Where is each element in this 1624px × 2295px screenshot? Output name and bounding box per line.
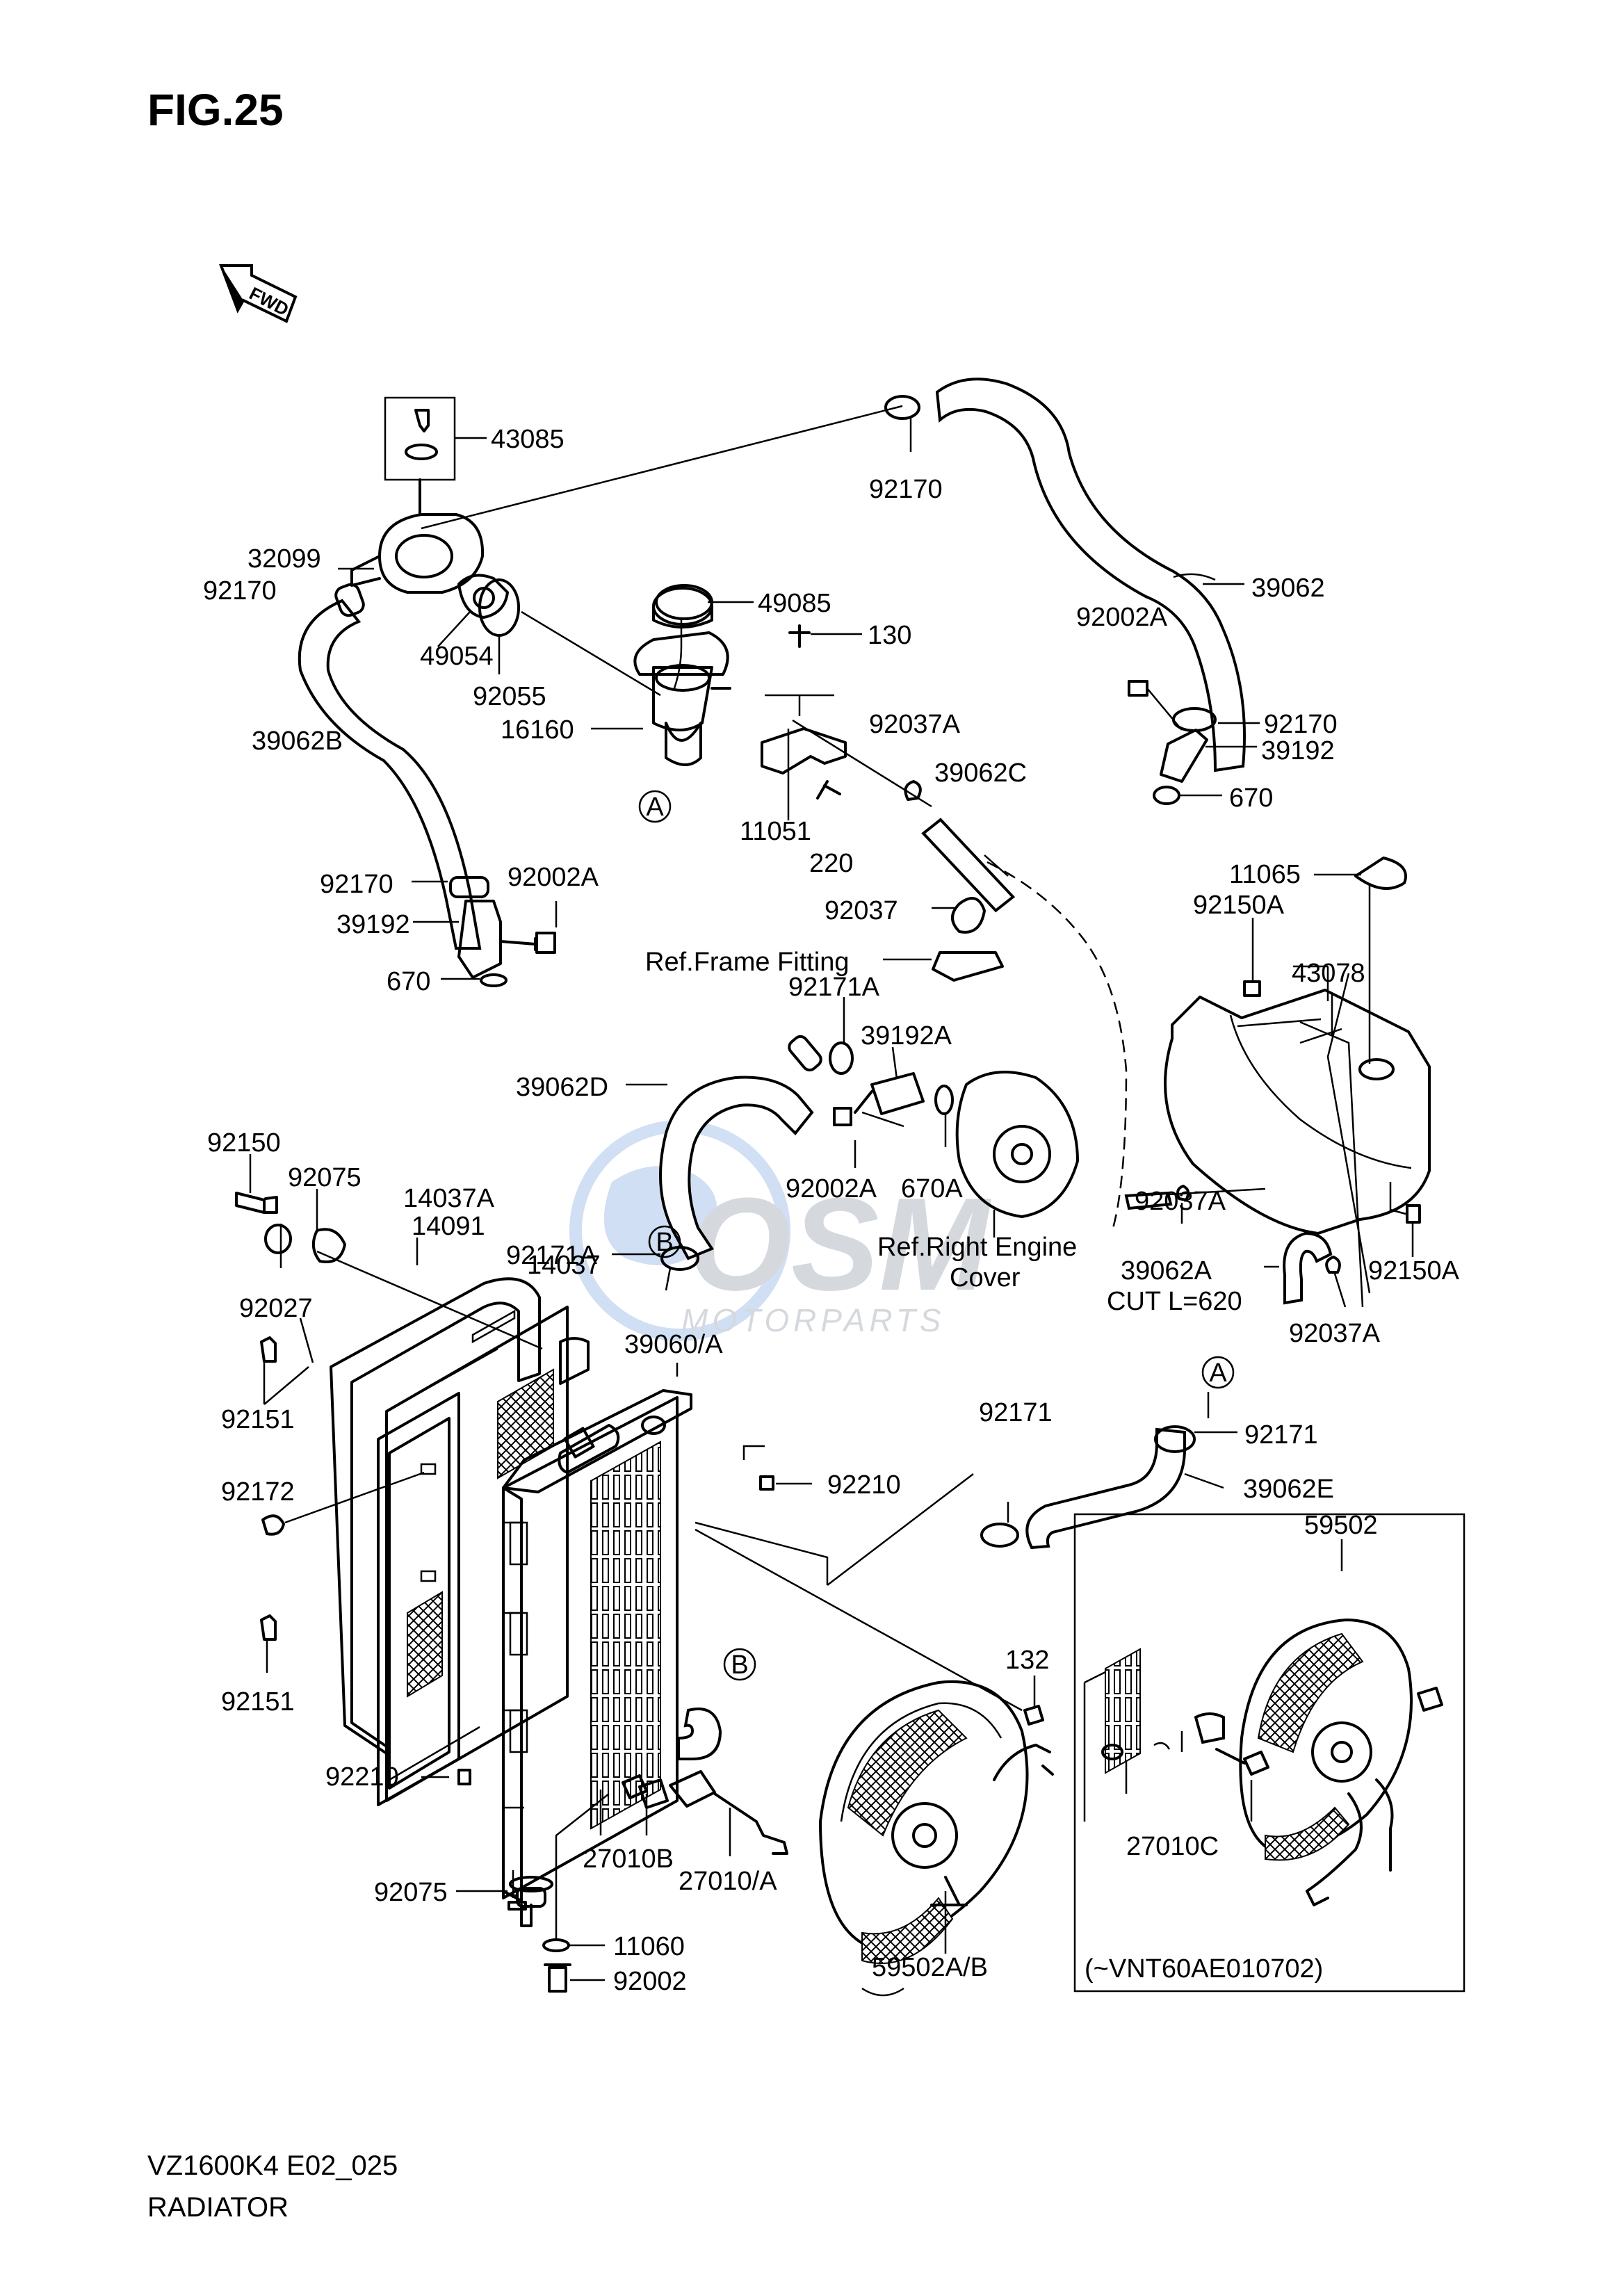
label-92002: 92002	[613, 1967, 687, 1996]
label-220: 220	[809, 849, 853, 878]
ref-marker-a-lower: A	[1201, 1356, 1235, 1389]
fwd-arrow-icon: FWD	[219, 264, 298, 323]
label-132: 132	[1005, 1646, 1049, 1675]
label-92150a: 92150A	[1368, 1256, 1460, 1286]
label-92170: 92170	[869, 475, 943, 504]
label-92170: 92170	[1264, 710, 1338, 739]
label-14037: 14037	[527, 1251, 601, 1280]
fitting-39192-left	[412, 876, 558, 987]
label-43078: 43078	[1292, 959, 1365, 988]
label-92037a: 92037A	[1289, 1319, 1381, 1348]
label-inset-note: (~VNT60AE010702)	[1085, 1954, 1323, 1984]
svg-text:A: A	[646, 793, 664, 822]
label-ref-frame-fitting: Ref.Frame Fitting	[645, 948, 850, 977]
label-92150: 92150	[207, 1128, 281, 1158]
label-92002a: 92002A	[1076, 603, 1168, 632]
ref-marker-b-lower: B	[723, 1648, 756, 1681]
label-92037: 92037	[825, 896, 898, 925]
label-670a: 670A	[901, 1174, 963, 1203]
label-27010c: 27010C	[1126, 1832, 1219, 1861]
figure-title: FIG.25	[147, 85, 284, 135]
label-59502: 59502	[1304, 1511, 1378, 1540]
label-49054: 49054	[420, 642, 494, 671]
label-92037a: 92037A	[1135, 1187, 1226, 1216]
label-92171a: 92171A	[506, 1241, 598, 1270]
label-92002a: 92002A	[508, 863, 599, 892]
label-39062a: 39062A	[1121, 1256, 1212, 1286]
water-pump-cover	[955, 1071, 1079, 1238]
label-49085: 49085	[758, 589, 831, 618]
label-670: 670	[387, 967, 430, 996]
label-92210: 92210	[325, 1762, 399, 1792]
label-92075: 92075	[374, 1878, 448, 1907]
label-92027: 92027	[239, 1294, 313, 1323]
label-39062c: 39062C	[934, 759, 1027, 788]
label-14037a: 14037A	[403, 1184, 495, 1213]
label-92171a: 92171A	[788, 973, 880, 1002]
label-ref-right-engine-cover: Cover	[950, 1263, 1021, 1292]
svg-text:B: B	[656, 1228, 673, 1257]
inset-variant-box	[1073, 1513, 1465, 1993]
filler-neck	[591, 587, 731, 766]
label-92002a: 92002A	[786, 1174, 877, 1203]
label-92171: 92171	[979, 1398, 1053, 1427]
model-code: VZ1600K4 E02_025	[147, 2150, 398, 2181]
label-92075: 92075	[288, 1163, 362, 1192]
label-92055: 92055	[473, 682, 546, 711]
label-92170: 92170	[203, 576, 277, 606]
label-11065: 11065	[1229, 860, 1301, 889]
label-11060: 11060	[613, 1932, 685, 1961]
label-130: 130	[868, 621, 911, 650]
label-92037a: 92037A	[869, 710, 961, 739]
label-92171: 92171	[1244, 1420, 1318, 1450]
hose-39062D	[659, 1076, 814, 1260]
reserve-tank	[1164, 989, 1431, 1235]
ref-marker-b-upper: B	[648, 1225, 681, 1258]
section-name: RADIATOR	[147, 2192, 289, 2223]
label-92151: 92151	[221, 1687, 295, 1717]
label-39192a: 39192A	[861, 1021, 952, 1051]
svg-text:B: B	[731, 1651, 748, 1680]
hose-39062	[935, 378, 1246, 772]
label-ref-right-engine: Ref.Right Engine	[877, 1233, 1077, 1262]
label-92172: 92172	[221, 1477, 295, 1507]
hose-39062B	[298, 599, 482, 950]
label-92150a: 92150A	[1193, 891, 1285, 920]
label-39062b: 39062B	[252, 727, 343, 756]
label-39060a: 39060/A	[624, 1330, 723, 1359]
label-cut-length: CUT L=620	[1107, 1287, 1242, 1316]
label-92170: 92170	[320, 870, 393, 899]
label-670: 670	[1229, 784, 1273, 813]
ref-marker-a-upper: A	[638, 790, 672, 823]
svg-text:A: A	[1209, 1359, 1227, 1388]
label-32099: 32099	[247, 544, 321, 574]
label-92151: 92151	[221, 1405, 295, 1434]
label-27010b: 27010B	[583, 1844, 674, 1874]
label-39062: 39062	[1251, 574, 1325, 603]
label-39192: 39192	[336, 910, 410, 939]
label-59502ab: 59502A/B	[872, 1953, 988, 1982]
watermark-main: OSM	[688, 1171, 992, 1318]
label-39062e: 39062E	[1243, 1475, 1334, 1504]
cooling-fan	[819, 1680, 1054, 1997]
label-92210: 92210	[827, 1470, 901, 1500]
label-16160: 16160	[501, 715, 574, 745]
label-27010a: 27010/A	[679, 1867, 777, 1896]
radiator-shroud	[330, 1277, 541, 1806]
label-39062d: 39062D	[516, 1073, 608, 1102]
part-labels: 43085 92170 32099 92170 49054 92055 4908…	[203, 425, 1460, 1996]
label-14091: 14091	[412, 1212, 485, 1241]
label-11051: 11051	[740, 817, 811, 846]
fan-shroud-14037	[385, 1306, 590, 1802]
radiator-core	[502, 1363, 692, 1927]
watermark-sub: MOTORPARTS	[681, 1302, 945, 1338]
thermostat-group	[338, 396, 903, 697]
label-43085: 43085	[491, 425, 565, 454]
hose-39062E	[1025, 1427, 1186, 1550]
label-39192: 39192	[1261, 736, 1335, 765]
